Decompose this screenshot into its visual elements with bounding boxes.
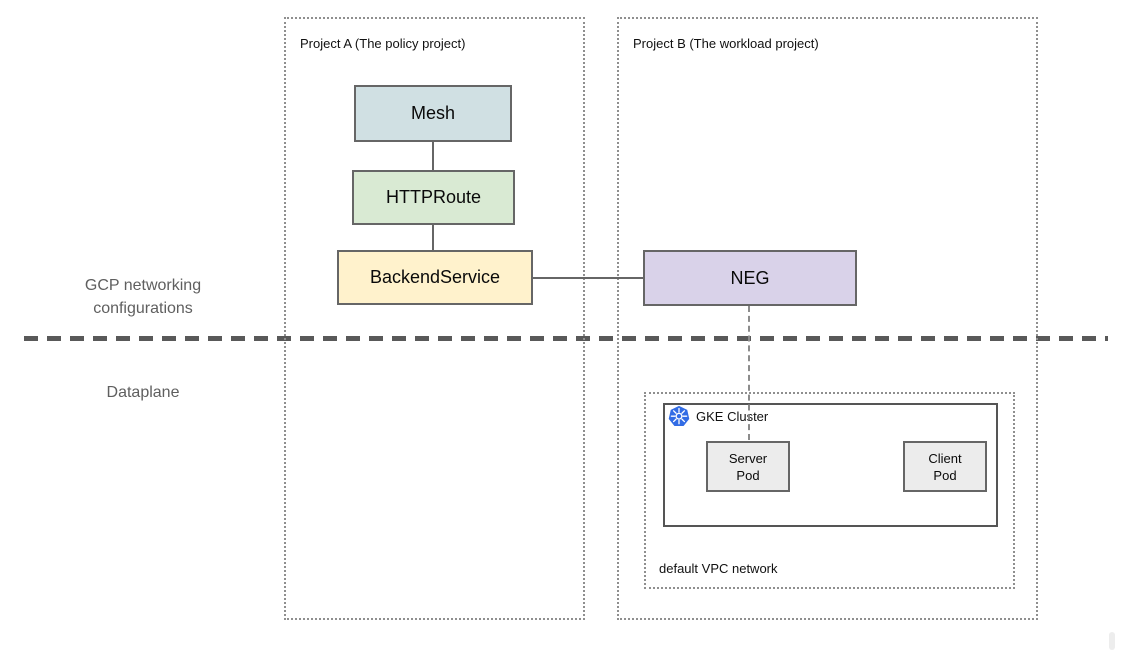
kubernetes-icon — [668, 405, 690, 427]
project-a-label: Project A (The policy project) — [300, 36, 466, 51]
server-pod-label-line2: Pod — [736, 467, 760, 483]
node-neg-label: NEG — [730, 267, 770, 288]
connector-mesh-httproute — [432, 142, 434, 170]
node-backendservice-label: BackendService — [369, 267, 501, 287]
node-neg: NEG — [643, 250, 857, 306]
connector-httproute-backendservice — [432, 225, 434, 250]
node-mesh: Mesh — [354, 85, 512, 142]
connector-neg-serverpod-dashed — [748, 306, 750, 440]
project-a-box — [284, 17, 585, 620]
gke-cluster-header: GKE Cluster — [668, 405, 768, 427]
section-label-gcp-networking: GCP networking configurations — [43, 274, 243, 320]
node-backendservice: BackendService — [337, 250, 533, 305]
vpc-network-box — [644, 392, 1015, 589]
server-pod-label-line1: Server — [728, 450, 768, 466]
section-label-line2: configurations — [93, 300, 193, 317]
server-pod-box: Server Pod — [706, 441, 790, 492]
node-httproute: HTTPRoute — [352, 170, 515, 225]
gke-cluster-label: GKE Cluster — [696, 408, 769, 424]
plane-divider-dashed-line — [24, 336, 1108, 341]
section-label-line1: GCP networking — [84, 277, 202, 294]
client-pod-label-line2: Pod — [933, 467, 957, 483]
project-b-label: Project B (The workload project) — [633, 36, 819, 51]
client-pod-box: Client Pod — [903, 441, 987, 492]
vpc-network-label: default VPC network — [659, 561, 778, 576]
scrollbar-fragment[interactable] — [1109, 632, 1115, 650]
node-mesh-label: Mesh — [410, 103, 455, 123]
client-pod-label-line1: Client — [928, 450, 962, 466]
node-httproute-label: HTTPRoute — [385, 187, 482, 207]
project-b-box — [617, 17, 1038, 620]
connector-backendservice-neg — [533, 277, 643, 279]
section-label-dataplane: Dataplane — [106, 384, 180, 401]
